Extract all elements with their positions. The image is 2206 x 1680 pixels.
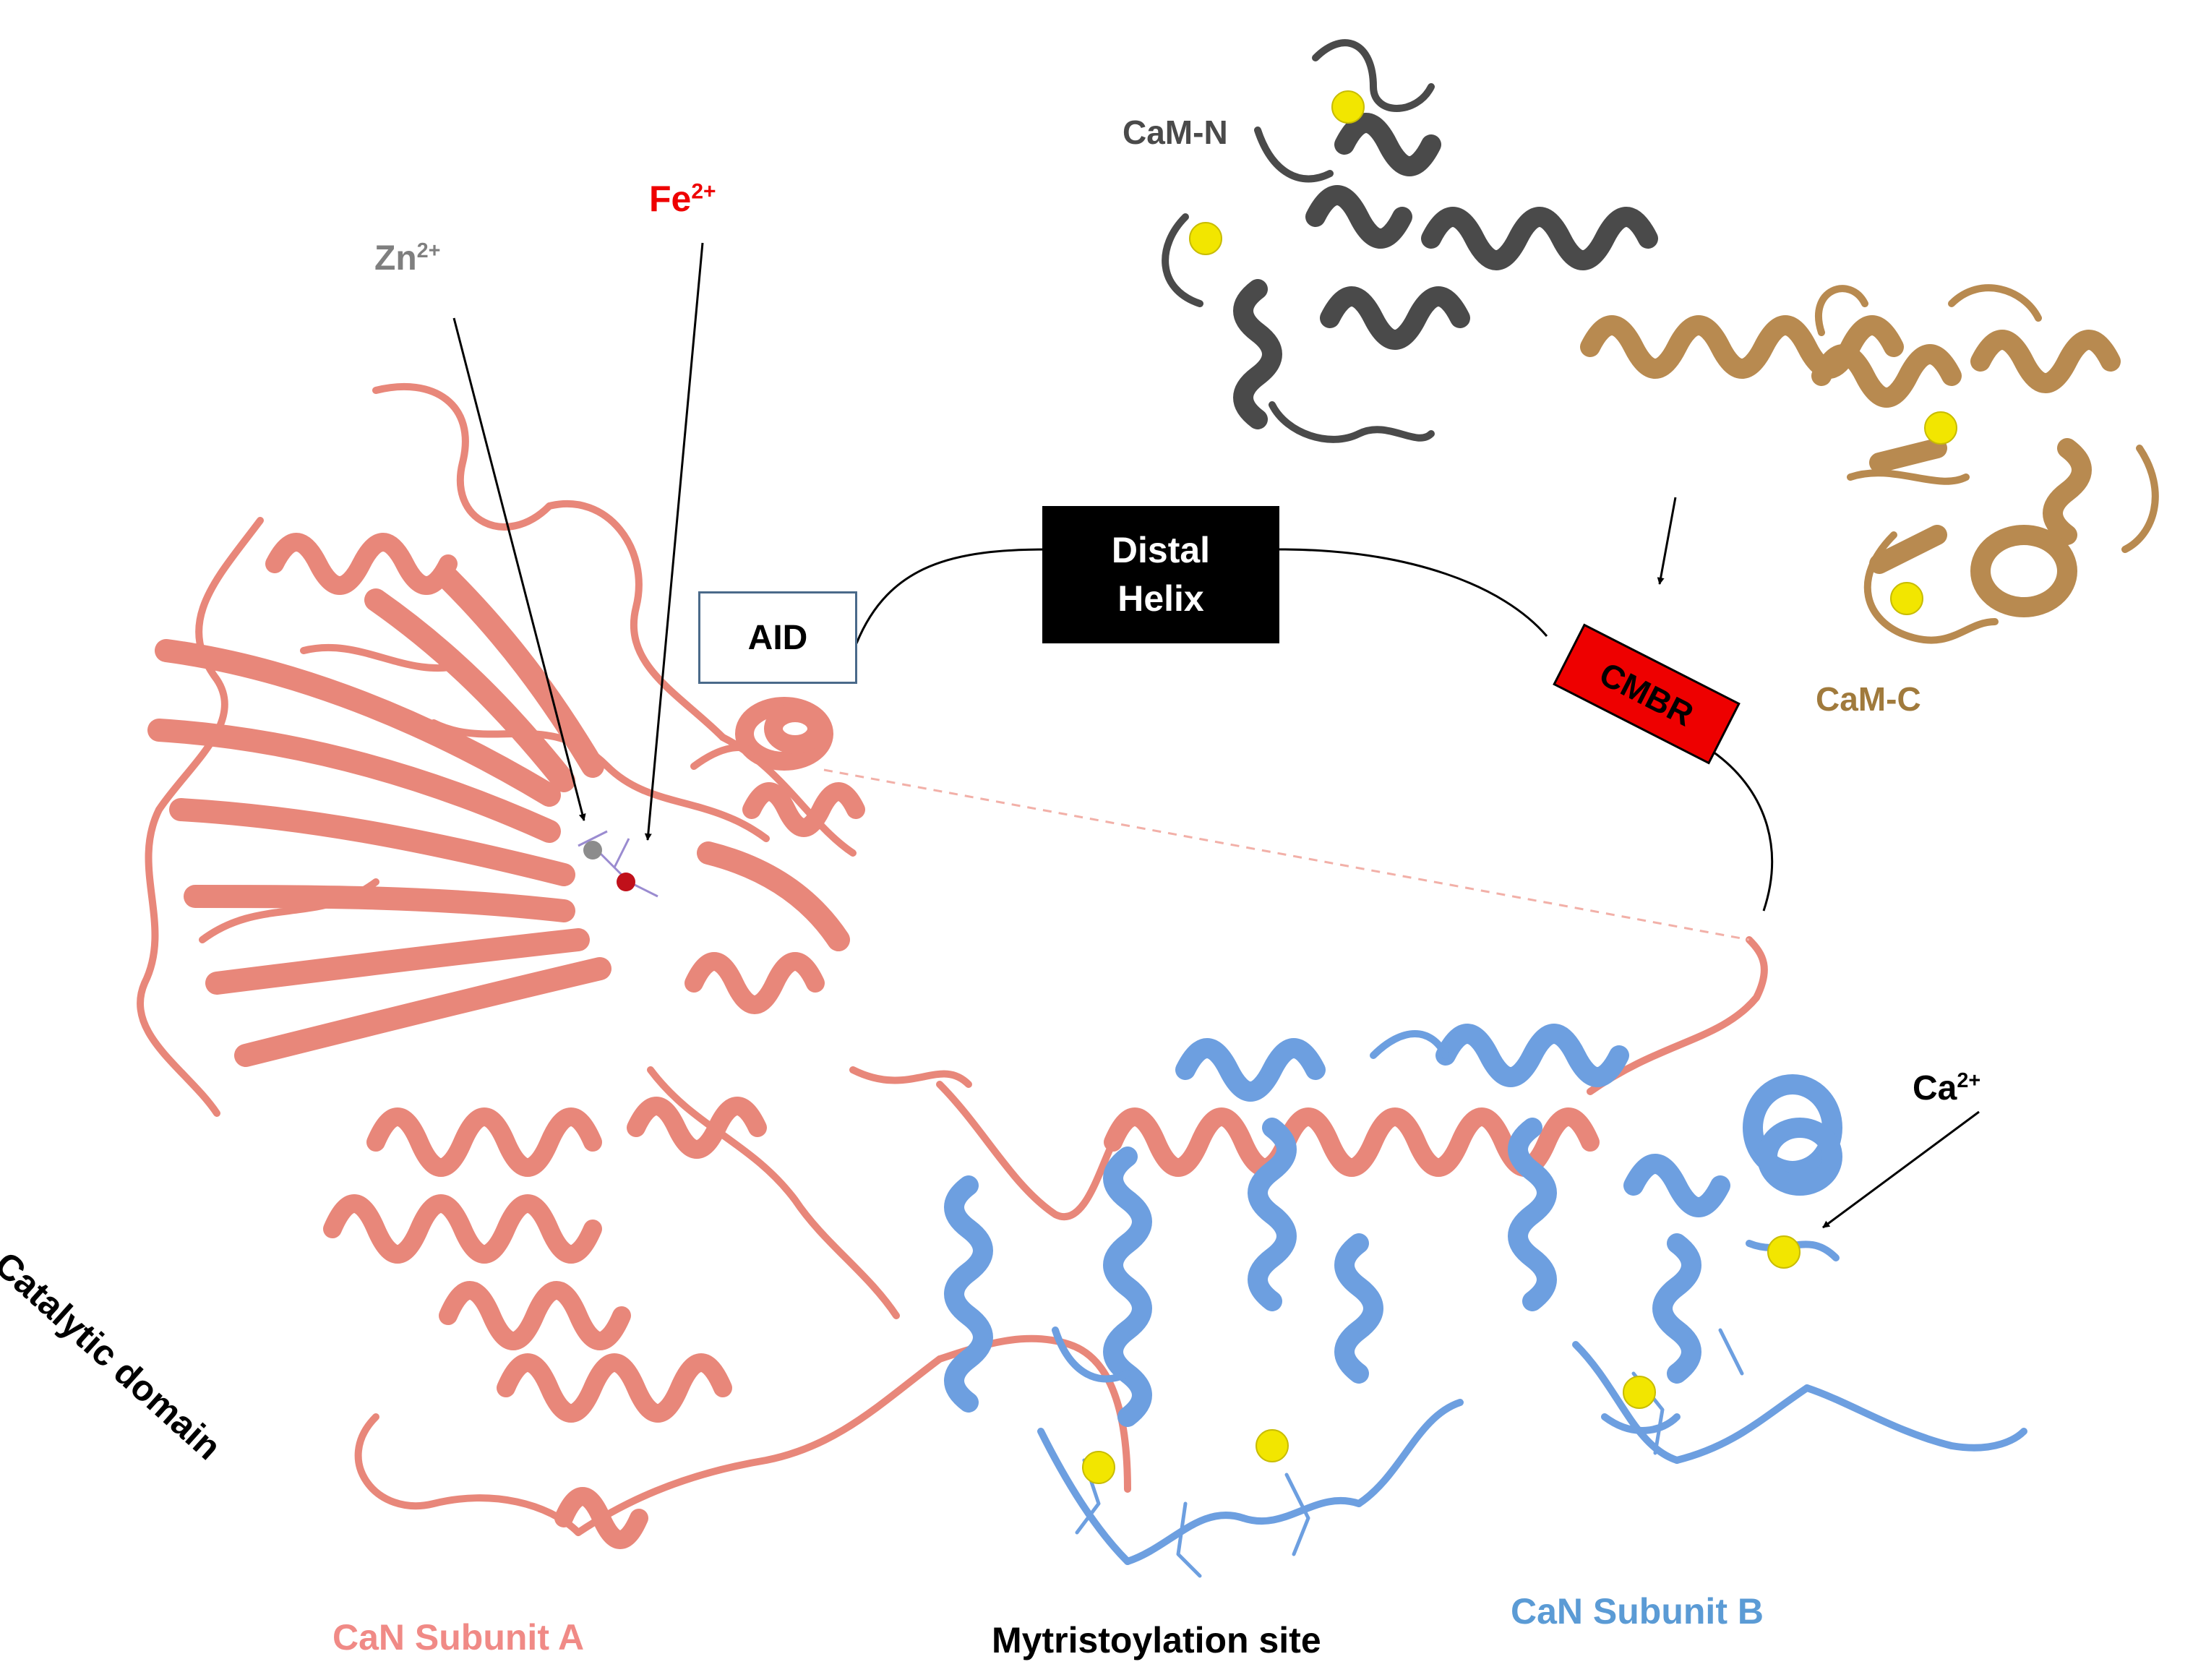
distal-helix-label-line2: Helix <box>1117 578 1204 619</box>
cmbr-box: CMBR <box>1553 623 1741 765</box>
zn-ion-label: Zn2+ <box>374 239 441 278</box>
ion-markers <box>578 90 1957 1484</box>
annotation-lines <box>452 242 1980 1229</box>
aid-label: AID <box>747 618 808 657</box>
fe-ion-label: Fe2+ <box>649 179 716 219</box>
calmodulin-n-lobe-ribbon <box>1162 39 1658 443</box>
subunit-b-ribbon <box>944 1024 2027 1578</box>
aid-box: AID <box>698 591 857 684</box>
cam-n-label: CaM-N <box>1123 113 1228 151</box>
myristoylation-site-label: Mytristoylation site <box>992 1620 1321 1660</box>
disordered-region-dash <box>823 768 1750 941</box>
calmodulin-c-lobe-ribbon <box>1580 284 2159 644</box>
subunit-a-label: CaN Subunit A <box>332 1617 585 1658</box>
subunit-a-catalytic-domain-ribbon <box>137 382 1768 1549</box>
ca-ion-label: Ca2+ <box>1913 1069 1981 1107</box>
cam-c-label: CaM-C <box>1816 680 1921 718</box>
distal-helix-box: Distal Helix <box>1042 506 1279 643</box>
distal-helix-label-line1: Distal <box>1111 529 1211 570</box>
subunit-b-label: CaN Subunit B <box>1511 1591 1764 1632</box>
